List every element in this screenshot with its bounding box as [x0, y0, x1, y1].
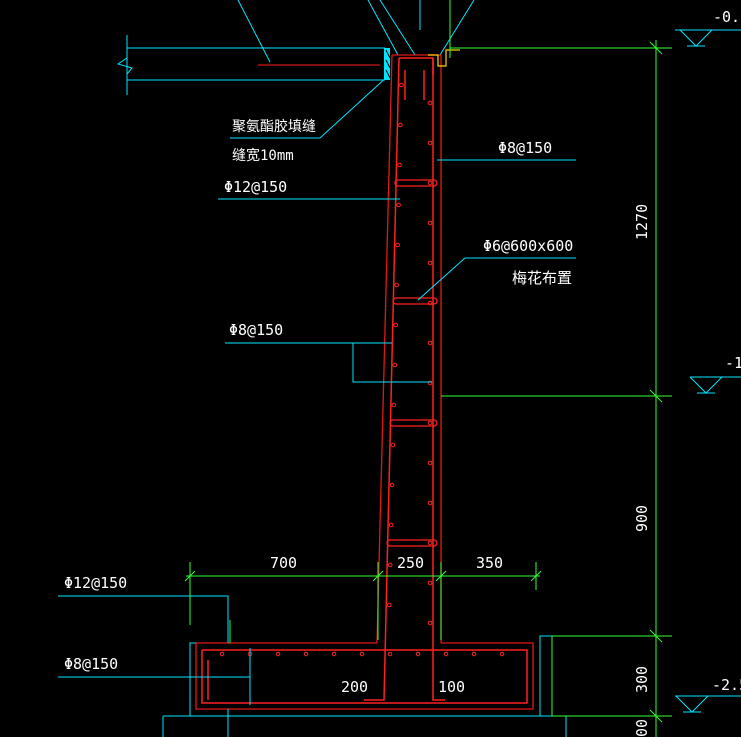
rebar-dot [427, 300, 433, 306]
rebar-dot [427, 580, 433, 586]
rebar-dot [427, 340, 433, 346]
label-base-bottom: Φ8@150 [64, 655, 118, 673]
wall-cap-detail [428, 49, 460, 67]
dim-upper-height: 1270 [633, 204, 651, 240]
rebar-dot [393, 322, 399, 328]
rebar-dot [427, 100, 433, 106]
rebar-dot [391, 402, 397, 408]
rebar-dot [427, 420, 433, 426]
rebar-dots [219, 82, 505, 657]
dim-heel-width: 350 [476, 554, 503, 572]
wall-concrete-outline [195, 54, 534, 710]
rebar-dot [219, 651, 225, 657]
rebar-dot [427, 180, 433, 186]
rebar-dot [427, 260, 433, 266]
dim-wall-bottom-right: 100 [438, 678, 465, 696]
dim-base-height: 300 [633, 666, 651, 693]
rebar-dot [415, 651, 421, 657]
rebar-dot [427, 220, 433, 226]
tie-bars [386, 179, 438, 547]
rebar-dot [275, 651, 281, 657]
rebar-dot [398, 122, 403, 128]
elevation-top: -0.0 [713, 8, 741, 26]
rebar-dot [359, 651, 365, 657]
existing-slab [116, 0, 475, 95]
rebar-dot [389, 482, 395, 488]
leader-lines [58, 75, 656, 737]
rebar-dot [399, 82, 404, 88]
rebar-dot [387, 651, 393, 657]
label-wall-outer-top: Φ8@150 [498, 139, 552, 157]
joint-note-line1: 聚氨酯胶填缝 [232, 118, 316, 135]
rebar-dot [387, 562, 393, 568]
dim-wall-bottom-left: 200 [341, 678, 368, 696]
rebar-dot [427, 140, 433, 146]
dim-toe-width: 700 [270, 554, 297, 572]
rebar-dot [394, 282, 399, 288]
label-wall-inner-mid: Φ8@150 [229, 321, 283, 339]
elevation-bottom: -2.5 [712, 676, 741, 694]
rebar-dot [427, 460, 433, 466]
rebar-dot [499, 651, 505, 657]
rebar-dot [390, 442, 396, 448]
rebar-dot [427, 620, 433, 626]
rebar-dot [427, 540, 433, 546]
label-wall-inner-top: Φ12@150 [224, 178, 287, 196]
label-tie-bars-note: 梅花布置 [512, 269, 572, 287]
joint-note-line2: 缝宽10mm [232, 147, 294, 164]
rebar-dot [427, 380, 433, 386]
rebar-dot [388, 522, 394, 528]
rebar-dot [427, 500, 433, 506]
dim-bottom-partial: 00 [633, 719, 651, 737]
rebar-dot [386, 602, 392, 608]
rebar-dot [397, 162, 402, 168]
rebar-dot [443, 651, 449, 657]
rebar-dot [303, 651, 309, 657]
elevation-middle: -1 [725, 354, 741, 372]
rebar-dot [395, 242, 400, 248]
label-base-top: Φ12@150 [64, 574, 127, 592]
dimension-lines [184, 0, 672, 737]
rebar-dot [396, 202, 401, 208]
sealant-joint [384, 48, 391, 80]
rebar-dot [471, 651, 477, 657]
label-tie-bars: Φ6@600x600 [483, 237, 573, 255]
elevation-markers [675, 29, 741, 713]
wall-rebar [201, 57, 528, 704]
rebar-dot [331, 651, 337, 657]
rebar-dot [392, 362, 398, 368]
dim-wall-width: 250 [397, 554, 424, 572]
dim-mid-height: 900 [633, 505, 651, 532]
